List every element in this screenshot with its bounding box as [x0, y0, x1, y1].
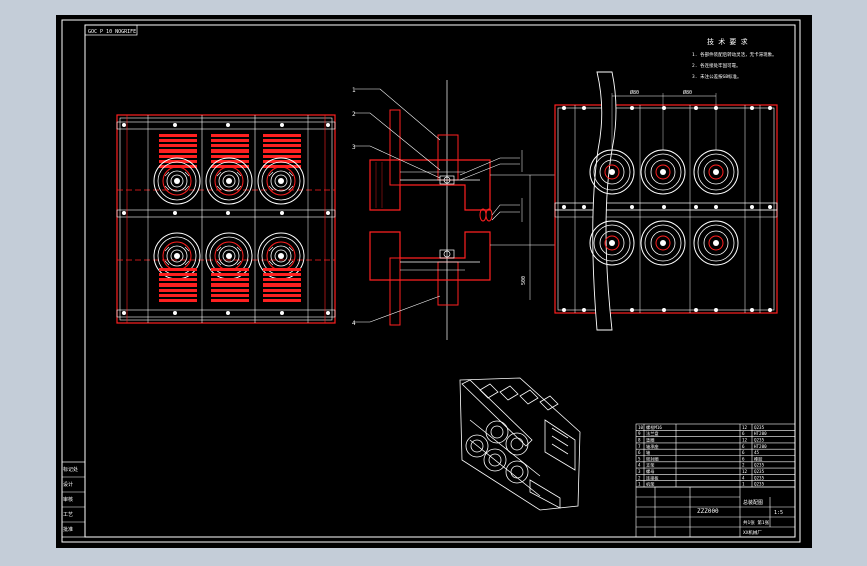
parts-cell-qty: 12	[742, 425, 748, 430]
parts-cell-mat: 橡胶	[754, 455, 762, 462]
inner-frame	[84, 24, 796, 538]
callout-label: 3	[352, 144, 356, 151]
callout-label: 4	[352, 320, 356, 327]
parts-cell-qty: 6	[742, 450, 745, 455]
parts-cell-name: 连接板	[646, 474, 659, 481]
dim-side: 500	[521, 276, 527, 285]
parts-cell-qty: 4	[742, 475, 745, 480]
parts-cell-qty: 6	[742, 444, 745, 449]
parts-cell-name: 轴	[646, 449, 650, 456]
title-block	[635, 486, 796, 538]
parts-cell-no: 6	[638, 450, 641, 455]
parts-cell-mat: Q235	[754, 482, 765, 487]
parts-cell-name: 轴承座	[646, 443, 659, 450]
parts-cell-no: 3	[638, 469, 641, 474]
top-stamp-box	[84, 24, 138, 36]
parts-cell-mat: Q235	[754, 463, 765, 468]
parts-cell-mat: HT200	[754, 431, 767, 436]
drawing-number: ZZZ000	[697, 508, 719, 515]
parts-table	[635, 423, 796, 488]
left-strip-row: 标记处	[63, 466, 78, 473]
parts-cell-mat: HT200	[754, 444, 767, 449]
parts-cell-no: 8	[638, 438, 641, 443]
left-strip-row: 批准	[63, 526, 73, 533]
parts-cell-qty: 2	[742, 463, 745, 468]
tech-item: 1. 各部件装配后转动灵活，无卡滞现象。	[692, 51, 777, 58]
parts-cell-no: 10	[638, 425, 644, 430]
tech-item: 3. 未注公差按GB标准。	[692, 73, 742, 80]
section-view[interactable]: 1 2 3 4 500	[352, 80, 555, 340]
parts-cell-mat: Q235	[754, 438, 765, 443]
parts-cell-name: 机架	[646, 481, 654, 488]
left-strip: 标记处 设计 审核 工艺 批准	[61, 461, 86, 538]
parts-cell-qty: 6	[742, 456, 745, 461]
left-strip-row: 审核	[63, 496, 73, 503]
parts-cell-name: 支架	[646, 462, 654, 469]
top-view[interactable]	[116, 114, 336, 324]
drawing-title: 总装配图	[743, 499, 763, 506]
parts-cell-qty: 12	[742, 469, 748, 474]
parts-cell-name: 螺栓M16	[646, 424, 662, 431]
dim-top-right: Ø80	[683, 89, 692, 96]
parts-cell-no: 7	[638, 444, 641, 449]
left-strip-row: 设计	[63, 481, 73, 488]
isometric-view[interactable]	[459, 377, 581, 511]
front-view[interactable]: Ø80 Ø80	[554, 71, 778, 331]
parts-cell-mat: Q235	[754, 469, 765, 474]
parts-cell-no: 5	[638, 456, 641, 461]
parts-cell-name: 法兰盘	[646, 430, 659, 437]
tech-title: 技 术 要 求	[707, 37, 748, 46]
model-view[interactable]	[56, 15, 812, 548]
parts-cell-mat: 45	[754, 450, 760, 455]
parts-cell-no: 9	[638, 431, 641, 436]
drawing-company: XX机械厂	[743, 529, 762, 536]
parts-cell-mat: Q235	[754, 475, 765, 480]
parts-cell-no: 4	[638, 463, 641, 468]
outer-frame	[61, 19, 801, 543]
tech-requirements: 技 术 要 求 1. 各部件装配后转动灵活，无卡滞现象。 2. 各连接处牢固可靠…	[692, 37, 777, 80]
parts-cell-name: 垫圈	[646, 437, 654, 444]
top-stamp-text: GOC P 10 NOGRIFE	[88, 29, 136, 35]
parts-cell-qty: 12	[742, 438, 748, 443]
parts-cell-qty: 6	[742, 431, 745, 436]
parts-cell-no: 1	[638, 482, 641, 487]
parts-cell-mat: Q235	[754, 425, 765, 430]
parts-cell-name: 密封圈	[646, 455, 659, 462]
parts-cell-qty: 1	[742, 482, 745, 487]
drawing-sheet: 共1张 第1张	[743, 519, 770, 526]
left-strip-row: 工艺	[63, 512, 73, 518]
callout-label: 1	[352, 87, 356, 94]
dim-top-left: Ø80	[630, 89, 639, 96]
drawing-scale: 1:5	[774, 510, 783, 516]
parts-cell-no: 2	[638, 475, 641, 480]
tech-item: 2. 各连接处牢固可靠。	[692, 62, 741, 69]
parts-cell-name: 螺母	[646, 468, 654, 475]
callout-label: 2	[352, 111, 356, 118]
